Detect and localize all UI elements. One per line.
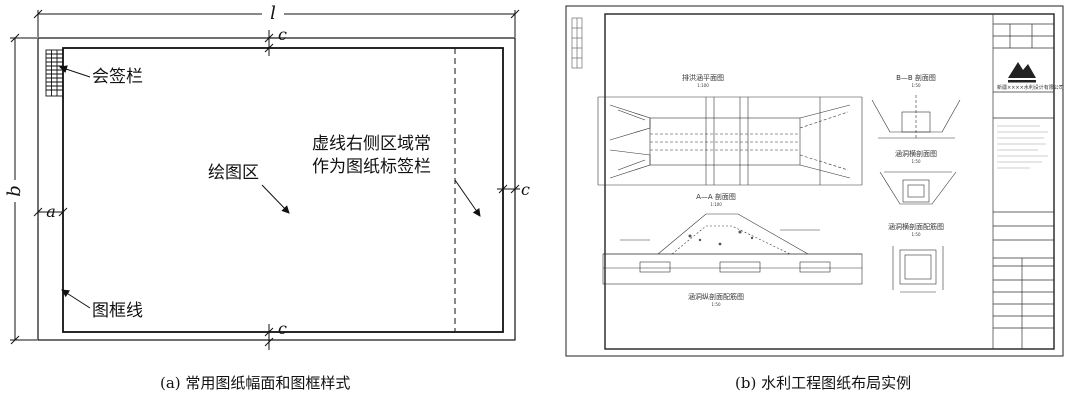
dimension-c-bottom [264,324,274,350]
caption-b: (b) 水利工程图纸布局实例 [735,374,912,392]
aa-section-drawing [602,213,863,285]
panel-a: l b a c c [4,3,530,350]
countersign-leader [59,65,91,78]
scale-longitudinal: 1:50 [712,302,721,307]
sheet-b-countersign [571,17,583,69]
culvert-rebar-drawing [892,246,944,293]
dimension-c-top [264,30,274,56]
title-longitudinal-rebar: 涵洞纵剖面配筋图 [688,292,744,301]
bb-section-drawing [871,95,961,140]
panel-b: 新疆××××水利设计有限公司 排洪涵平面图 1:100 [565,5,1064,357]
frame-line-label: 图框线 [92,301,143,321]
frame-border [62,47,504,333]
title-culvert-section: 涵洞横剖面图 [895,149,937,158]
aa-section-hatching [688,230,754,246]
culvert-section-drawing [879,171,957,205]
dim-a-label: a [46,202,56,221]
title-area-label-line2: 作为图纸标签栏 [312,157,431,177]
plan-view-drawing [597,96,863,186]
title-bb: B—B 剖面图 [896,73,936,82]
scale-aa: 1:100 [710,202,722,207]
company-logo-icon [1008,62,1036,78]
dim-c-right-label: c [521,180,530,199]
drawing-area-label: 绘图区 [208,163,259,183]
dimension-c-right [497,184,520,194]
caption-a: (a) 常用图纸幅面和图框样式 [160,374,351,392]
countersign-grid [45,49,64,97]
title-aa: A—A 剖面图 [696,192,736,201]
dim-b-label: b [4,185,25,197]
sheet-b-title-block [992,14,1054,349]
sheet-b-outer [565,5,1064,357]
dimension-l [33,9,520,37]
title-culvert-rebar: 涵洞横剖面配筋图 [888,222,944,231]
frame-line-leader [61,289,91,309]
dimension-b [10,33,37,345]
scale-plan: 1:100 [697,83,709,88]
dim-c-top-label: c [278,25,287,44]
title-area-leader [454,179,481,217]
notes-text-lines [997,125,1048,169]
drawing-area-leader [261,184,290,214]
company-name: 新疆××××水利设计有限公司 [997,84,1064,91]
dim-l-label: l [270,3,276,24]
title-area-label-line1: 虚线右侧区域常 [312,134,431,154]
sheet-b-frame [604,13,1055,350]
countersign-label: 会签栏 [92,67,143,87]
scale-culvert-section: 1:50 [912,159,921,164]
scale-bb: 1:50 [912,83,921,88]
dimension-a [33,207,68,217]
scale-culvert-rebar: 1:50 [912,232,921,237]
title-plan: 排洪涵平面图 [682,73,724,82]
dim-c-bottom-label: c [278,319,287,338]
logo-bar [1008,80,1036,83]
